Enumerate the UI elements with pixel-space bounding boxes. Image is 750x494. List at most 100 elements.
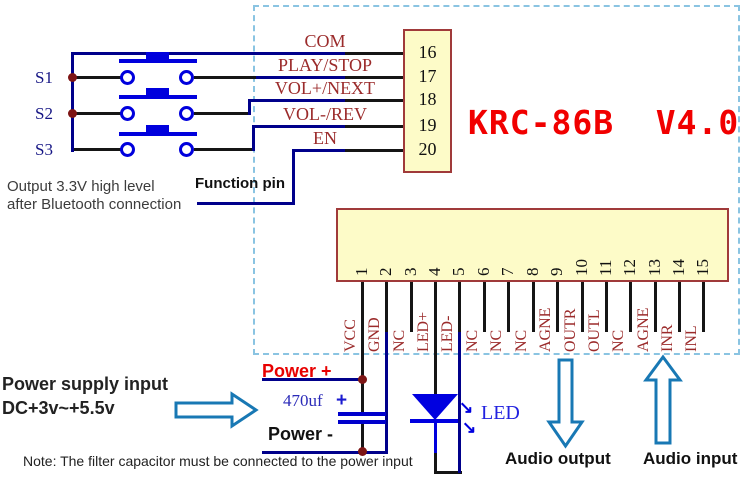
upper-pin-label: EN bbox=[313, 128, 337, 148]
wire-power-plus bbox=[262, 378, 363, 381]
switch-s3-actuator bbox=[119, 132, 197, 136]
switch-s2-contact bbox=[179, 106, 194, 121]
upper-pin-number: 19 bbox=[418, 115, 437, 135]
pin-stub bbox=[385, 282, 388, 332]
wire-led-cathode bbox=[434, 423, 437, 453]
pin-number: 1 bbox=[352, 267, 371, 277]
junction-dot bbox=[358, 447, 367, 456]
power-plus-label: Power + bbox=[262, 361, 332, 381]
module-boundary bbox=[253, 5, 740, 355]
pin-number: 11 bbox=[596, 259, 615, 276]
upper-pin-label: COM bbox=[304, 31, 346, 51]
pin-number: 13 bbox=[645, 259, 664, 276]
pin-stub bbox=[581, 282, 584, 332]
pin-label: NC bbox=[464, 329, 481, 352]
power-minus-label: Power - bbox=[268, 424, 334, 444]
bt-output-note: Output 3.3V high level bbox=[7, 178, 155, 195]
pin-stub bbox=[483, 282, 486, 332]
capacitor-polarity: + bbox=[336, 390, 348, 411]
wire-vol-rev bbox=[345, 125, 403, 128]
upper-pin-label: PLAY/STOP bbox=[277, 55, 373, 75]
pin-number: 12 bbox=[620, 259, 639, 276]
wire-s2 bbox=[74, 112, 121, 115]
wire-s2 bbox=[194, 112, 251, 115]
wire-play-stop bbox=[256, 76, 345, 79]
pin-label: INR bbox=[659, 324, 676, 352]
pin-label: OUTR bbox=[562, 308, 579, 352]
pin-stub bbox=[507, 282, 510, 332]
upper-pin-label: VOL+/NEXT bbox=[274, 78, 376, 98]
wire-led-minus bbox=[458, 332, 461, 473]
wire-vcc bbox=[361, 332, 364, 414]
switch-s2-actuator bbox=[119, 95, 197, 99]
upper-connector-box bbox=[403, 29, 452, 173]
switch-s1-contact bbox=[179, 70, 194, 85]
wire-vol-next bbox=[248, 99, 345, 102]
pin-number: 7 bbox=[498, 267, 517, 277]
pin-stub bbox=[629, 282, 632, 332]
pin-label: NC bbox=[513, 329, 530, 352]
wire-led-cathode bbox=[434, 453, 437, 473]
pin-number: 2 bbox=[376, 267, 395, 277]
pin-stub bbox=[654, 282, 657, 332]
upper-pin-number: 20 bbox=[418, 139, 437, 159]
wire-led-plus bbox=[434, 332, 437, 395]
switch-s3-button bbox=[146, 125, 169, 133]
audio-input-label: Audio input bbox=[643, 449, 738, 468]
pin-number: 10 bbox=[572, 259, 591, 276]
pin-stub bbox=[702, 282, 705, 332]
pin-stub bbox=[410, 282, 413, 332]
capacitor-plate bbox=[338, 420, 386, 424]
wire-s2-jog bbox=[248, 99, 251, 115]
pin-number: 15 bbox=[693, 259, 712, 276]
module-title: KRC-86B V4.0 bbox=[468, 103, 740, 142]
junction-dot bbox=[358, 375, 367, 384]
capacitor-value: 470uf bbox=[283, 391, 323, 410]
switch-s2-contact bbox=[120, 106, 135, 121]
wire-power-minus bbox=[262, 451, 388, 454]
audio-input-arrow-icon bbox=[643, 354, 683, 445]
pin-label: NC bbox=[610, 329, 627, 352]
switch-label-s3: S3 bbox=[35, 140, 53, 159]
filter-capacitor-note: Note: The filter capacitor must be conne… bbox=[23, 453, 413, 469]
pin-label: INL bbox=[683, 325, 700, 352]
wire-en bbox=[345, 149, 403, 152]
wire-play-stop bbox=[345, 76, 403, 79]
pin-number: 9 bbox=[547, 267, 566, 277]
junction-dot bbox=[68, 109, 77, 118]
pin-label: LED- bbox=[439, 315, 456, 352]
function-pin-caption: Function pin bbox=[195, 175, 285, 192]
led-emission-arrow-icon: ↘ bbox=[462, 418, 477, 437]
wire-bt-output bbox=[197, 202, 295, 205]
upper-pin-label: VOL-/REV bbox=[283, 104, 367, 124]
audio-output-arrow-icon bbox=[546, 358, 585, 449]
capacitor-plate bbox=[338, 412, 386, 416]
switch-s2-button bbox=[146, 88, 169, 96]
wire-cap-bottom bbox=[361, 422, 364, 452]
pin-label: OUTL bbox=[586, 309, 603, 352]
pin-number: 6 bbox=[474, 267, 493, 277]
led-cathode-bar bbox=[410, 419, 460, 423]
power-supply-note: Power supply input bbox=[2, 374, 169, 394]
wire-vol-rev bbox=[252, 125, 345, 128]
switch-s1-actuator bbox=[119, 59, 197, 63]
pin-number: 8 bbox=[523, 267, 542, 277]
pin-label: VCC bbox=[342, 319, 359, 352]
pin-stub bbox=[434, 282, 437, 332]
led-emission-arrow-icon: ↘ bbox=[459, 398, 474, 417]
bt-output-note: after Bluetooth connection bbox=[7, 196, 182, 213]
audio-output-label: Audio output bbox=[505, 449, 611, 468]
pin-label: NC bbox=[391, 329, 408, 352]
junction-dot bbox=[68, 73, 77, 82]
switch-s1-button bbox=[146, 52, 169, 60]
pin-number: 5 bbox=[449, 267, 468, 277]
pin-number: 3 bbox=[401, 267, 420, 277]
upper-pin-number: 16 bbox=[418, 42, 437, 62]
wire-s1 bbox=[194, 76, 256, 79]
wire-common-bus bbox=[71, 52, 74, 152]
pin-number: 4 bbox=[425, 267, 444, 277]
pin-label: GND bbox=[366, 317, 383, 352]
led-triangle bbox=[412, 394, 458, 420]
switch-s3-contact bbox=[179, 142, 194, 157]
power-supply-note: DC+3v~+5.5v bbox=[2, 398, 115, 418]
